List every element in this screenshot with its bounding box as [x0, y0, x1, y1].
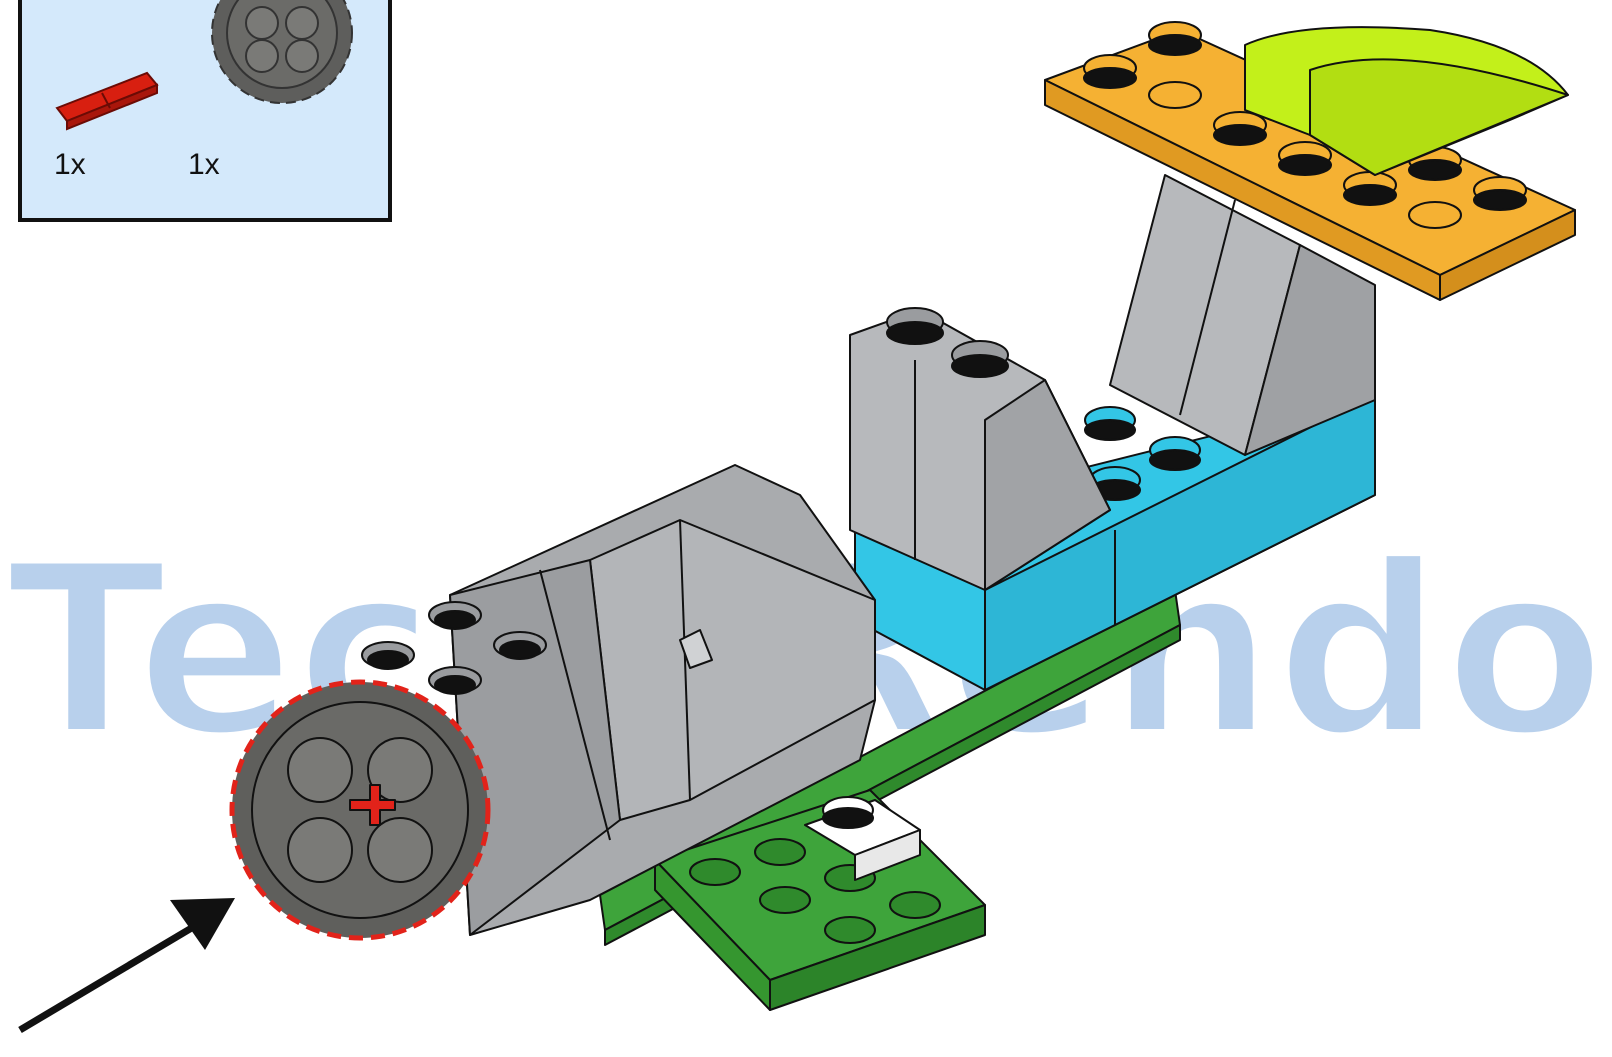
- gear-icon: [211, 0, 353, 104]
- motor: [361, 464, 876, 936]
- axle-quantity: 1x: [54, 148, 86, 181]
- parts-list-panel: 1x 1x: [18, 0, 392, 222]
- gear-quantity: 1x: [188, 148, 220, 181]
- gear-24-tooth-highlighted: [229, 679, 491, 941]
- lime-curved-slope: [1244, 26, 1569, 176]
- orange-plate: [1044, 21, 1576, 301]
- gray-slope-bricks: [849, 307, 1111, 591]
- callout-arrow-icon: [18, 898, 235, 1034]
- white-tile: [804, 796, 921, 881]
- gray-slope-support: [1109, 174, 1376, 456]
- axle-connector-icon: [55, 71, 159, 131]
